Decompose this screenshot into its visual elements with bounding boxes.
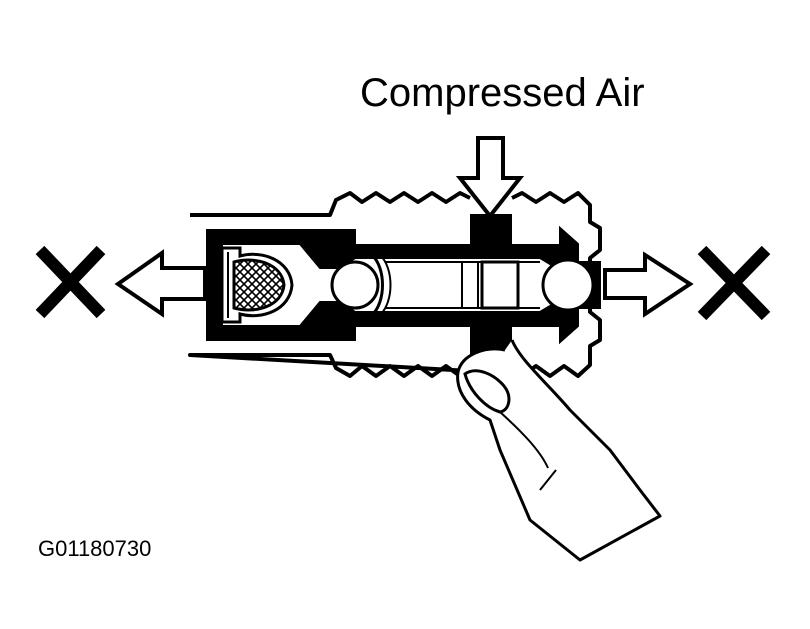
plunger bbox=[480, 260, 520, 310]
blocked-right-x-icon bbox=[697, 245, 771, 321]
filter-screen bbox=[220, 246, 294, 324]
valve-seat-left bbox=[370, 253, 392, 317]
figure-code-label: G01180730 bbox=[38, 536, 151, 561]
check-ball-left bbox=[330, 260, 380, 310]
outflow-left-arrow-icon bbox=[114, 249, 207, 318]
inflow-arrow-icon bbox=[455, 136, 525, 220]
compressed-air-label: Compressed Air bbox=[360, 71, 645, 115]
finger-hand bbox=[456, 339, 662, 562]
blocked-left-x-icon bbox=[35, 245, 106, 319]
outflow-right-arrow-icon bbox=[603, 251, 694, 318]
check-ball-right bbox=[541, 258, 595, 312]
spring-coils bbox=[390, 246, 533, 324]
